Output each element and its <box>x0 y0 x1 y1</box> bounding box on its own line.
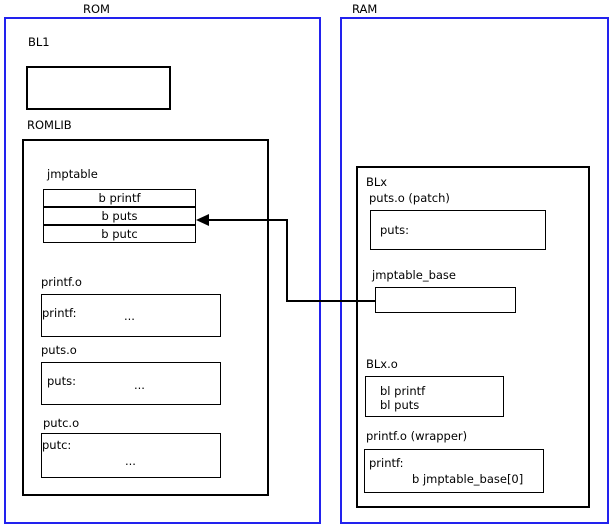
printf-wrapper-box: printf: b jmptable_base[0] <box>364 449 544 493</box>
blx-o-line-1: bl printf <box>380 384 426 398</box>
puts-patch-label: puts.o (patch) <box>369 191 450 205</box>
putc-o-box: putc: ... <box>41 433 221 478</box>
puts-patch-symbol: puts: <box>380 223 409 237</box>
connector-segment-vertical <box>286 219 288 301</box>
putc-o-symbol: putc: <box>42 438 72 452</box>
ram-region-title: RAM <box>352 2 378 16</box>
connector-segment-bottom <box>286 300 376 302</box>
printf-wrapper-symbol: printf: <box>369 456 404 470</box>
printf-o-body: ... <box>124 309 135 323</box>
connector-arrowhead-icon <box>196 214 209 226</box>
jmptable-entry-0[interactable]: b printf <box>43 189 196 207</box>
putc-o-body: ... <box>125 454 136 468</box>
puts-patch-box: puts: <box>370 210 546 250</box>
bl1-label: BL1 <box>28 35 50 49</box>
printf-o-label: printf.o <box>41 275 82 289</box>
blx-o-label: BLx.o <box>366 357 398 371</box>
ram-region <box>340 17 609 524</box>
printf-o-symbol: printf: <box>42 306 77 320</box>
romlib-label: ROMLIB <box>27 118 72 132</box>
jmptable-entry-1[interactable]: b puts <box>43 207 196 225</box>
jmptable-base-label: jmptable_base <box>372 268 456 282</box>
putc-o-label: putc.o <box>43 416 80 430</box>
printf-wrapper-instruction: b jmptable_base[0] <box>412 472 524 486</box>
rom-region-title: ROM <box>83 2 110 16</box>
printf-o-box: printf: ... <box>41 294 221 337</box>
connector-segment-top <box>204 219 288 221</box>
blx-o-line-2: bl puts <box>380 398 420 412</box>
jmptable-base-box[interactable] <box>375 287 516 313</box>
blx-o-box: bl printf bl puts <box>365 376 504 417</box>
puts-o-box: puts: ... <box>41 362 221 405</box>
jmptable-label: jmptable <box>47 167 98 181</box>
rom-region <box>4 17 321 524</box>
bl1-box <box>26 66 171 110</box>
blx-label: BLx <box>366 175 388 189</box>
jmptable-entry-2[interactable]: b putc <box>43 225 196 243</box>
puts-o-symbol: puts: <box>47 374 76 388</box>
printf-wrapper-label: printf.o (wrapper) <box>366 429 468 443</box>
puts-o-label: puts.o <box>41 343 77 357</box>
puts-o-body: ... <box>134 378 145 392</box>
